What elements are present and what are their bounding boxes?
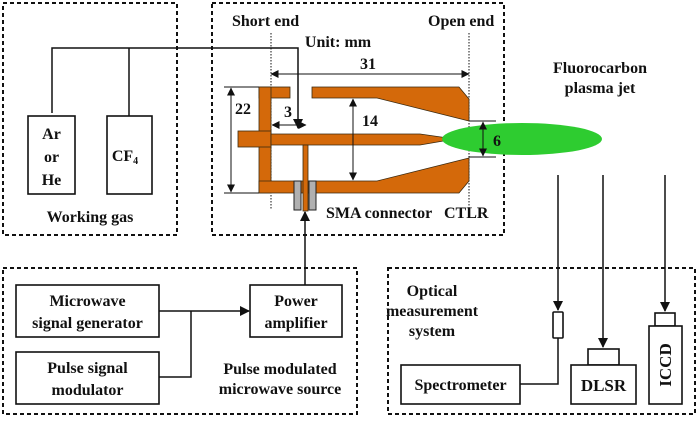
bottom-wall <box>258 157 470 194</box>
microwave-generator-box <box>15 284 160 338</box>
inner-conductor-back <box>237 130 272 148</box>
ar-he-label-3: He <box>42 172 62 189</box>
iccd-box <box>648 325 683 405</box>
microwave-source-panel: Microwave signal generator Pulse signal … <box>2 267 358 415</box>
pulse-modulator-label-1: Pulse signal <box>47 360 128 377</box>
working-gas-panel: Ar or He CF4 Working gas <box>2 2 303 236</box>
plasma-jet-label-2: plasma jet <box>565 80 636 97</box>
unit-label: Unit: mm <box>305 34 372 51</box>
pulse-modulator-box <box>15 351 160 405</box>
ar-he-label-2: or <box>44 149 59 166</box>
power-amplifier-label-1: Power <box>274 293 318 310</box>
source-title-1: Pulse modulated <box>223 361 336 378</box>
ar-he-label-1: Ar <box>42 126 61 143</box>
gas-feed-line <box>51 47 303 129</box>
dim-height-label: 22 <box>235 101 251 118</box>
working-gas-title: Working gas <box>47 209 134 226</box>
short-end-label: Short end <box>232 13 299 30</box>
optical-measurement-frame <box>387 267 696 415</box>
spectrometer-label: Spectrometer <box>414 377 506 394</box>
feed-stub <box>302 144 309 212</box>
microwave-source-frame <box>2 267 358 415</box>
dim-feed-offset-label: 3 <box>284 104 292 121</box>
dlsr-lens <box>587 348 620 366</box>
plasma-jet-root <box>455 128 470 150</box>
modulator-to-amplifier-line <box>159 311 192 378</box>
fiber-to-spectrometer-line <box>520 338 559 385</box>
ctlr-frame <box>211 2 505 236</box>
power-amplifier-label-2: amplifier <box>264 315 327 332</box>
dim-nozzle-label: 6 <box>493 133 501 150</box>
fiber-probe <box>552 311 564 339</box>
optical-title-1: Optical <box>407 283 458 300</box>
sma-connector-left <box>293 180 302 211</box>
iccd-label: ICCD <box>656 343 675 386</box>
top-wall-right <box>311 86 470 122</box>
power-amplifier-box <box>249 284 343 338</box>
working-gas-frame <box>2 2 178 236</box>
optical-measurement-panel: Optical measurement system Spectrometer … <box>386 175 696 415</box>
optical-title-3: system <box>409 323 456 340</box>
plasma-jet-label-1: Fluorocarbon <box>553 60 647 77</box>
dim-length-label: 31 <box>360 56 376 73</box>
sma-connector-right <box>308 180 317 211</box>
cf4-label: CF4 <box>112 148 138 167</box>
microwave-generator-label-2: signal generator <box>32 315 143 332</box>
dlsr-box <box>570 364 637 405</box>
spectrometer-box <box>400 364 521 405</box>
optical-title-2: measurement <box>386 303 479 320</box>
iccd-lens <box>654 312 676 327</box>
dlsr-label: DLSR <box>581 376 627 395</box>
microwave-generator-label-1: Microwave <box>49 293 125 310</box>
dim-inner-gap-label: 14 <box>362 113 378 130</box>
pulse-modulator-label-2: modulator <box>52 382 124 399</box>
ctlr-panel: Short end Open end Unit: mm 31 CTLR SMA … <box>211 2 602 236</box>
ctlr-title: CTLR <box>444 205 489 222</box>
cf4-cylinder <box>106 115 153 195</box>
sma-connector-label: SMA connector <box>326 205 432 222</box>
inner-conductor <box>270 133 456 146</box>
open-end-label: Open end <box>428 13 494 30</box>
source-title-2: microwave source <box>219 381 341 398</box>
ar-he-cylinder <box>27 115 76 195</box>
